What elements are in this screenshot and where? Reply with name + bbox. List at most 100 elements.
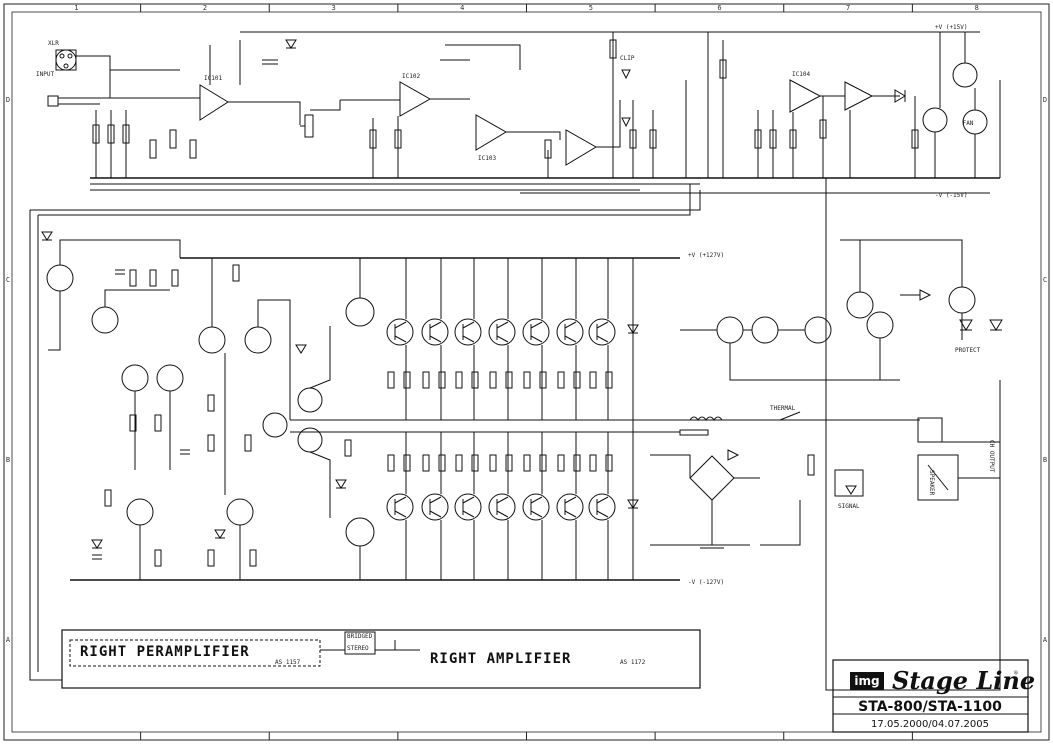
transistor-collector <box>564 321 577 329</box>
title-block: img Stage Line ® STA-800/STA-1100 17.05.… <box>832 659 1035 733</box>
transistor-emitter <box>429 496 442 504</box>
transistor-collector <box>530 510 543 518</box>
ic-label-a: IC101 <box>204 75 222 82</box>
rail-label-amp-negative: -V (-127V) <box>688 579 724 586</box>
output-transistor <box>488 493 516 521</box>
output-transistor <box>454 318 482 346</box>
clip-label: CLIP <box>620 55 635 62</box>
revision-dates: 17.05.2000/04.07.2005 <box>871 719 989 730</box>
emitter-resistor <box>557 371 565 389</box>
output-transistor <box>488 318 516 346</box>
output-transistor <box>522 493 550 521</box>
emitter-resistor <box>403 371 411 389</box>
emitter-resistor <box>605 454 613 472</box>
grid-column-number: 6 <box>717 4 721 12</box>
output-transistor <box>421 493 449 521</box>
emitter-resistor <box>471 454 479 472</box>
transistor-emitter <box>429 335 442 343</box>
emitter-resistor <box>438 371 446 389</box>
transistor-collector <box>462 510 475 518</box>
output-label: CH OUTPUT <box>988 440 995 473</box>
output-transistor <box>421 318 449 346</box>
grid-column-number: 8 <box>975 4 979 12</box>
fan-motor-label: FAN <box>963 120 974 127</box>
emitter-resistor <box>422 454 430 472</box>
grid-column-number: 5 <box>589 4 593 12</box>
transistor-emitter <box>462 335 475 343</box>
emitter-resistor <box>438 454 446 472</box>
transistor-emitter <box>496 496 509 504</box>
amp-block-code: AS 1172 <box>620 659 646 666</box>
emitter-resistor <box>505 454 513 472</box>
transistor-collector <box>564 510 577 518</box>
protect-label: PROTECT <box>955 347 981 354</box>
emitter-resistor <box>387 454 395 472</box>
preamp-block-label: RIGHT PERAMPLIFIER <box>80 644 250 660</box>
input-connector-label: INPUT <box>36 71 54 78</box>
ic-label-d: IC104 <box>792 71 810 78</box>
grid-column-number: 1 <box>74 4 78 12</box>
output-transistor <box>522 318 550 346</box>
grid-column-number: 2 <box>203 4 207 12</box>
emitter-resistor <box>489 454 497 472</box>
transistor-collector <box>429 510 442 518</box>
speaker-label: SPEAKER <box>928 470 935 496</box>
emitter-resistor <box>403 454 411 472</box>
grid-column-number: 3 <box>331 4 335 12</box>
output-transistor <box>588 493 616 521</box>
transistor-collector <box>530 321 543 329</box>
grid-row-letter: A <box>1043 636 1048 644</box>
grid-column-number: 7 <box>846 4 850 12</box>
rail-label-top-positive: +V (+15V) <box>935 24 968 31</box>
transistor-collector <box>496 510 509 518</box>
thermal-label: THERMAL <box>770 405 796 412</box>
transistor-emitter <box>596 496 609 504</box>
output-transistor <box>386 318 414 346</box>
emitter-resistor <box>589 454 597 472</box>
transistor-collector <box>462 321 475 329</box>
emitter-resistor <box>422 371 430 389</box>
output-transistor <box>454 493 482 521</box>
transistor-emitter <box>596 335 609 343</box>
bridged-switch-label: BRIDGED <box>347 633 373 640</box>
emitter-resistor <box>523 454 531 472</box>
transistor-emitter <box>394 496 407 504</box>
emitter-resistor <box>539 454 547 472</box>
transistor-emitter <box>564 496 577 504</box>
grid-row-letter: A <box>6 636 11 644</box>
stereo-switch-label: STEREO <box>347 645 369 652</box>
emitter-resistor <box>605 371 613 389</box>
output-transistor <box>386 493 414 521</box>
transistor-collector <box>394 321 407 329</box>
ic-label-c: IC103 <box>478 155 496 162</box>
transistor-collector <box>394 510 407 518</box>
amplifier-section <box>29 178 1003 691</box>
transistor-collector <box>596 321 609 329</box>
xlr-connector-label: XLR <box>48 40 59 47</box>
emitter-resistor <box>455 371 463 389</box>
grid-row-letter: C <box>1043 276 1047 284</box>
grid-row-letter: D <box>6 96 10 104</box>
output-transistor <box>556 493 584 521</box>
output-transistor <box>556 318 584 346</box>
ic-label-b: IC102 <box>402 73 420 80</box>
emitter-resistor <box>557 454 565 472</box>
grid-row-letter: B <box>6 456 10 464</box>
grid-column-number: 4 <box>460 4 464 12</box>
brand-logo: Stage Line <box>892 666 1035 695</box>
transistor-emitter <box>496 335 509 343</box>
rail-label-amp-positive: +V (+127V) <box>688 252 724 259</box>
output-transistor <box>588 318 616 346</box>
transistor-collector <box>496 321 509 329</box>
emitter-resistor <box>387 371 395 389</box>
rail-label-top-negative: -V (-15V) <box>935 192 968 199</box>
emitter-resistor <box>573 454 581 472</box>
img-logo-mark <box>850 672 884 690</box>
emitter-resistor <box>539 371 547 389</box>
grid-row-letter: D <box>1043 96 1047 104</box>
img-logo-text: img <box>854 674 879 688</box>
transistor-emitter <box>530 335 543 343</box>
model-title: STA-800/STA-1100 <box>858 699 1002 715</box>
